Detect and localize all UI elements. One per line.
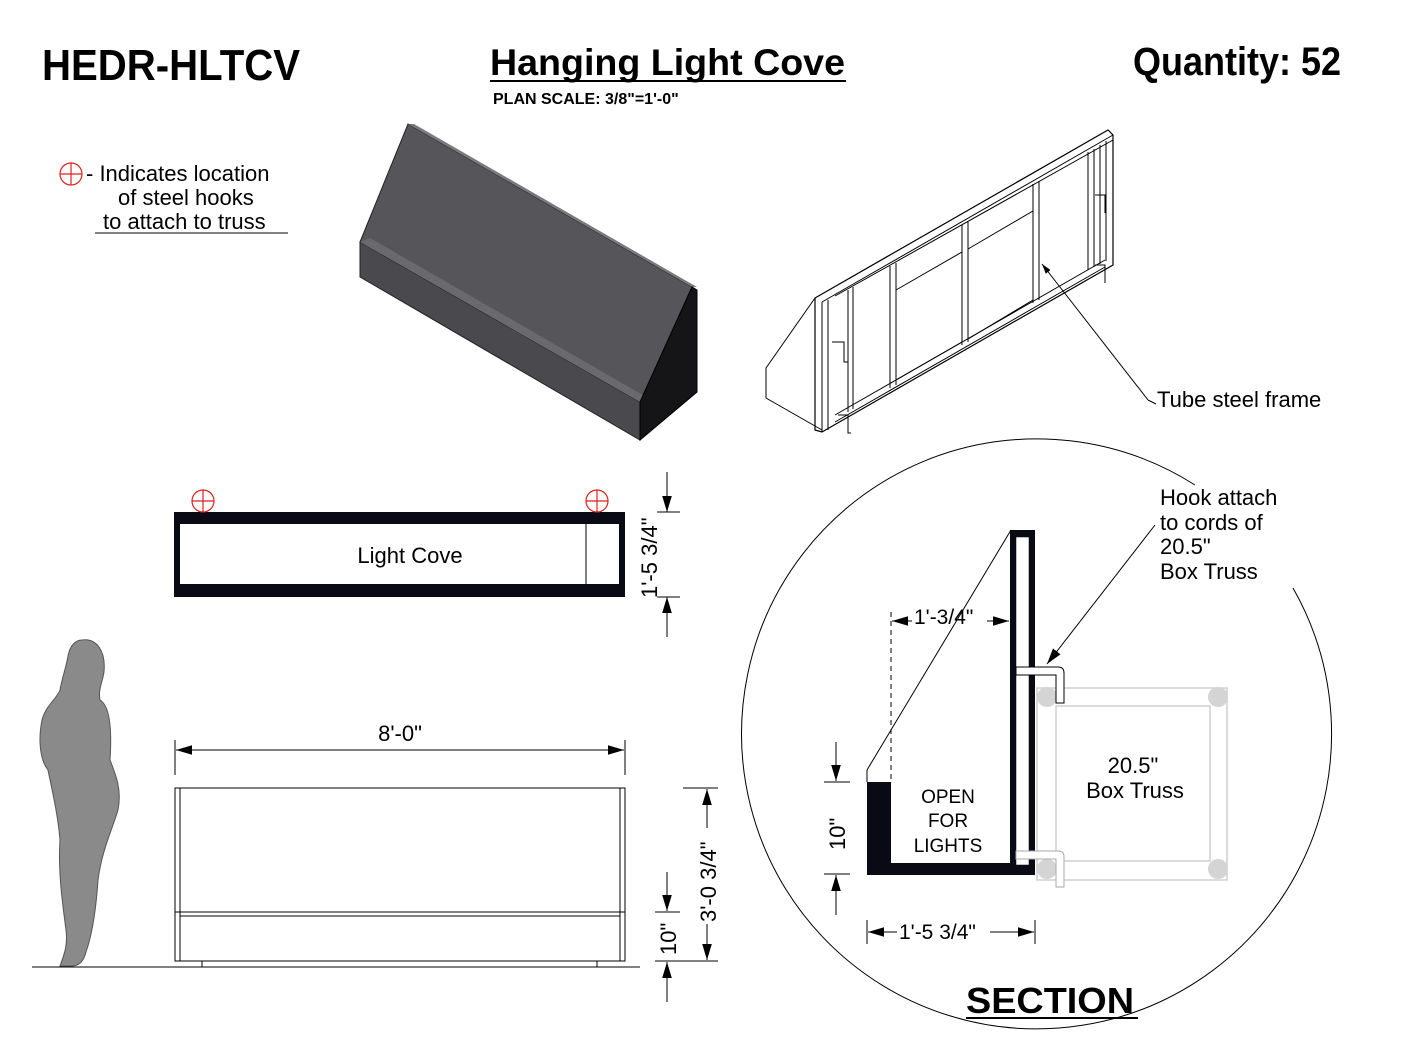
hook-leader-line [1046, 524, 1156, 665]
cove-section-profile [866, 529, 1065, 888]
box-truss-section [1036, 687, 1228, 881]
section-bottom-dimension [866, 920, 1036, 944]
open-label-3: LIGHTS [914, 836, 983, 857]
frame-label: Tube steel frame [1157, 387, 1321, 412]
section-bottom-dim-label: 1'-5 3/4" [899, 921, 976, 944]
tube-steel-frame-view [765, 129, 1114, 434]
plan-view [174, 489, 625, 597]
section-lip-dim-label: 10" [825, 818, 850, 850]
elevation-lip-label: 10" [656, 923, 681, 955]
legend-line-2: of steel hooks [118, 185, 254, 210]
page-title: Hanging Light Cove [490, 42, 845, 83]
legend-line-1: - Indicates location [86, 161, 269, 186]
elevation-width-dimension [174, 740, 626, 775]
section-top-dim-label: 1'-3/4" [914, 606, 973, 629]
section-circle [741, 438, 1333, 1030]
legend-line-3: to attach to truss [103, 209, 266, 234]
truss-label-2: Box Truss [1086, 778, 1184, 803]
open-label-1: OPEN [921, 787, 975, 808]
hook-label-1: Hook attach [1160, 485, 1277, 510]
elevation-height-label: 3'-0 3/4" [696, 841, 721, 922]
isometric-cove-view [359, 123, 698, 442]
hook-label-4: Box Truss [1160, 559, 1258, 584]
elevation-view [174, 787, 626, 967]
hook-label-3: 20.5" [1160, 534, 1211, 559]
person-silhouette-icon [39, 639, 120, 967]
plan-depth-label: 1'-5 3/4" [637, 517, 662, 598]
section-lip-dimension [824, 742, 850, 915]
truss-label-1: 20.5" [1108, 753, 1159, 778]
scale-label: PLAN SCALE: 3/8"=1'-0" [493, 91, 679, 108]
frame-leader-line [1041, 263, 1149, 401]
product-code: HEDR-HLTCV [42, 41, 301, 90]
plan-label: Light Cove [357, 543, 462, 568]
open-label-2: FOR [928, 811, 968, 832]
hook-label-2: to cords of [1160, 510, 1264, 535]
elevation-width-label: 8'-0" [378, 721, 422, 746]
crosshair-circle-icon [59, 162, 83, 186]
quantity-label: Quantity: 52 [1133, 40, 1341, 84]
section-title: SECTION [966, 980, 1134, 1021]
plan-depth-dimension [657, 472, 680, 637]
